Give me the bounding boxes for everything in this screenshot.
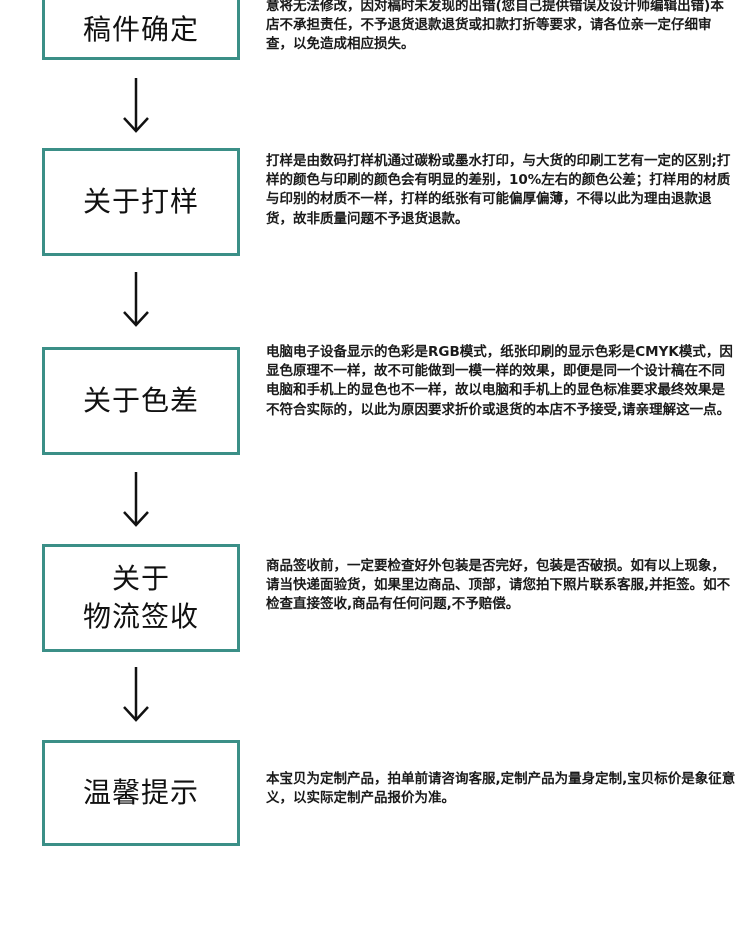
section-title: 稿件确定 bbox=[83, 11, 199, 49]
section-desc-tips: 本宝贝为定制产品，拍单前请咨询客服,定制产品为量身定制,宝贝标价是象征意义，以实… bbox=[266, 771, 736, 807]
section-desc-proof: 打样是由数码打样机通过碳粉或墨水打印，与大货的印刷工艺有一定的区别;打样的颜色与… bbox=[266, 153, 731, 227]
section-title: 关于打样 bbox=[83, 183, 199, 221]
section-title: 关于 物流签收 bbox=[83, 560, 199, 636]
section-title-line: 温馨提示 bbox=[82, 776, 199, 809]
section-title: 关于色差 bbox=[83, 382, 199, 420]
section-desc-logistics: 商品签收前，一定要检查好外包装是否完好，包装是否破损。如有以上现象，请当快递面验… bbox=[266, 558, 731, 613]
arrow-down-icon bbox=[123, 667, 149, 722]
section-desc-confirm: 意将无法修改，因对稿时未发现的出错(您自己提供错误及设计师编辑出错)本店不承担责… bbox=[266, 0, 724, 53]
arrow-down-icon bbox=[123, 272, 149, 327]
section-box-confirm: 稿件确定 bbox=[42, 0, 240, 60]
section-title-line: 关于 bbox=[111, 562, 170, 595]
section-title: 温馨提示 bbox=[83, 774, 199, 812]
arrow-down-icon bbox=[123, 472, 149, 527]
section-title-line: 关于色差 bbox=[82, 384, 199, 417]
section-box-logistics: 关于 物流签收 bbox=[42, 544, 240, 652]
section-box-color: 关于色差 bbox=[42, 347, 240, 455]
section-title-line: 物流签收 bbox=[82, 600, 199, 633]
section-title-line: 稿件确定 bbox=[82, 13, 199, 46]
section-box-proof: 关于打样 bbox=[42, 148, 240, 256]
section-box-tips: 温馨提示 bbox=[42, 740, 240, 846]
section-desc-color: 电脑电子设备显示的色彩是RGB模式，纸张印刷的显示色彩是CMYK模式，因显色原理… bbox=[266, 344, 733, 418]
arrow-down-icon bbox=[123, 78, 149, 133]
section-title-line: 关于打样 bbox=[82, 185, 199, 218]
